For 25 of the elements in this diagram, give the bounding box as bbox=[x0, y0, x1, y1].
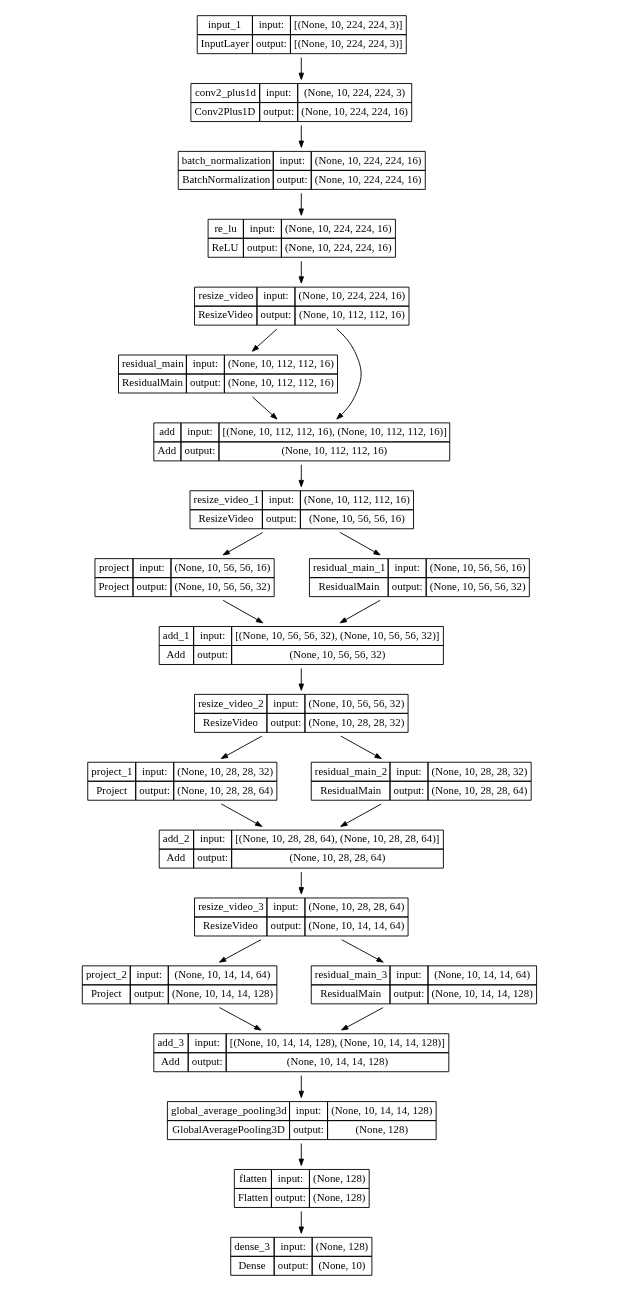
arrow bbox=[219, 939, 262, 963]
arrow bbox=[220, 735, 263, 759]
arrow bbox=[219, 1007, 262, 1031]
arrow bbox=[298, 871, 304, 895]
arrow bbox=[341, 1007, 384, 1031]
arrow bbox=[298, 260, 304, 284]
arrow bbox=[341, 939, 384, 963]
arrow bbox=[222, 532, 264, 556]
arrow bbox=[298, 1210, 304, 1234]
arrow bbox=[220, 803, 263, 827]
arrow bbox=[336, 328, 362, 420]
arrow bbox=[222, 599, 264, 624]
arrow bbox=[298, 1143, 304, 1166]
arrow bbox=[298, 667, 304, 691]
arrow bbox=[340, 735, 382, 759]
arrow bbox=[298, 125, 304, 148]
arrow bbox=[251, 396, 278, 420]
arrow bbox=[298, 1075, 304, 1098]
arrow bbox=[339, 532, 381, 556]
arrow bbox=[298, 464, 304, 488]
arrow bbox=[251, 328, 278, 352]
arrow bbox=[298, 57, 304, 80]
arrow bbox=[339, 599, 381, 624]
arrow bbox=[298, 192, 304, 216]
arrow bbox=[340, 803, 382, 827]
